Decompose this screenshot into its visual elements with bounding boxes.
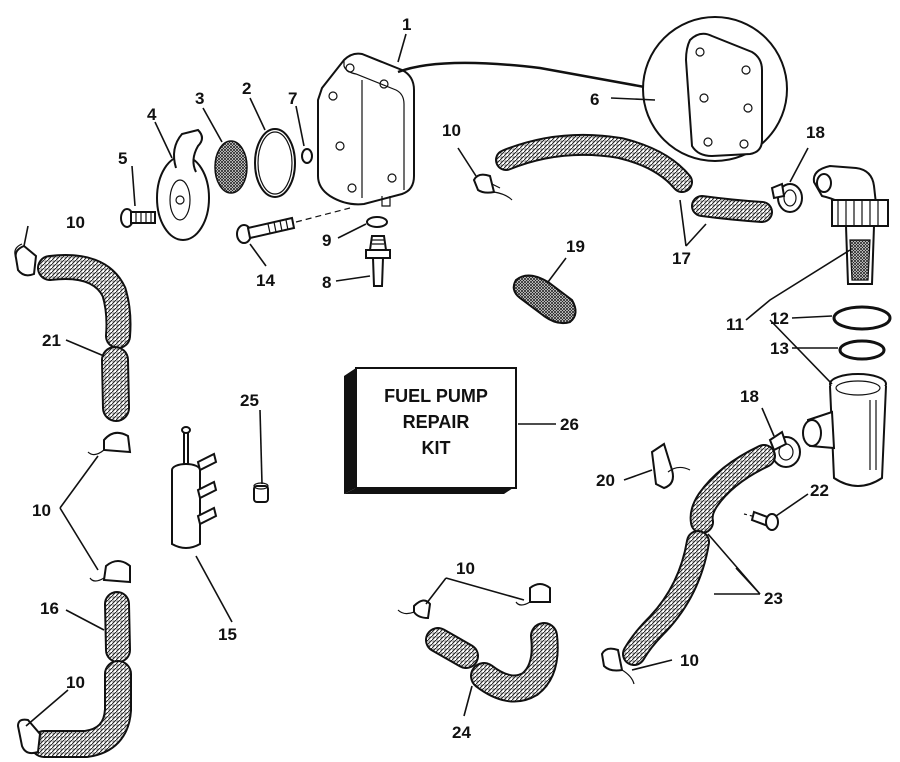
repair-kit-box: FUEL PUMP REPAIR KIT xyxy=(344,367,517,494)
leader-lines xyxy=(23,33,851,727)
hose-clamp-left-lower xyxy=(89,560,131,584)
callout-12: 12 xyxy=(770,309,789,328)
callout-10-left-top: 10 xyxy=(66,213,85,232)
callout-15: 15 xyxy=(218,625,237,644)
callout-10-left-mid: 10 xyxy=(32,501,51,520)
kit-label-line-1: FUEL PUMP xyxy=(384,386,488,406)
callout-25: 25 xyxy=(240,391,259,410)
hose-clamp-left-bottom xyxy=(16,718,42,755)
hose-clamp-left-top xyxy=(14,243,38,277)
callout-18-lower: 18 xyxy=(740,387,759,406)
cover-screw xyxy=(120,208,156,228)
hose-clamp-24-right xyxy=(515,583,551,606)
callout-numbers: 1 2 3 4 5 6 7 8 9 10 10 10 10 10 10 11 1… xyxy=(32,15,829,742)
hose-clamp-18-upper xyxy=(770,182,803,213)
callout-9: 9 xyxy=(322,231,331,250)
callout-8: 8 xyxy=(322,273,331,292)
filter-o-ring-13 xyxy=(838,339,886,361)
callout-17: 17 xyxy=(672,249,691,268)
primer-bulb-fitting xyxy=(171,426,218,549)
callout-23: 23 xyxy=(764,589,783,608)
fuel-filter-bowl xyxy=(802,373,887,487)
callout-10-bottom-right: 10 xyxy=(680,651,699,670)
pump-screen xyxy=(214,140,248,194)
gasket-inset xyxy=(642,16,788,162)
callout-10-left-bottom: 10 xyxy=(66,673,85,692)
screw-22 xyxy=(743,510,779,531)
callout-6: 6 xyxy=(590,90,599,109)
mounting-bolt xyxy=(236,207,351,244)
callout-26: 26 xyxy=(560,415,579,434)
callout-21: 21 xyxy=(42,331,61,350)
small-o-ring xyxy=(301,148,313,164)
callout-19: 19 xyxy=(566,237,585,256)
large-o-ring xyxy=(254,128,296,198)
hose-clamp xyxy=(472,173,513,201)
bracket-20 xyxy=(650,442,691,490)
callout-10-lower: 10 xyxy=(456,559,475,578)
short-hose-16 xyxy=(104,591,131,663)
callout-13: 13 xyxy=(770,339,789,358)
lower-hose-24 xyxy=(425,622,559,703)
fuel-fitting xyxy=(365,235,391,287)
upper-fuel-hose xyxy=(495,133,773,223)
fuel-pump-body xyxy=(317,52,415,207)
callout-1: 1 xyxy=(402,15,411,34)
callout-2: 2 xyxy=(242,79,251,98)
left-bottom-hose xyxy=(30,660,132,758)
callout-18-upper: 18 xyxy=(806,123,825,142)
pump-to-inset-line xyxy=(397,61,651,90)
callout-10-upper: 10 xyxy=(442,121,461,140)
callout-7: 7 xyxy=(288,89,297,108)
plug-25 xyxy=(253,482,269,503)
callout-5: 5 xyxy=(118,149,127,168)
lower-fuel-hose-23 xyxy=(622,444,776,666)
kit-label-line-2: REPAIR xyxy=(403,412,470,432)
gasket-19 xyxy=(512,274,577,325)
left-hose-21 xyxy=(37,254,132,422)
fuel-filter-cap xyxy=(812,164,889,285)
diaphragm-cover xyxy=(156,128,210,241)
filter-o-ring-12 xyxy=(832,305,892,331)
callout-20: 20 xyxy=(596,471,615,490)
callout-11: 11 xyxy=(726,315,744,334)
callout-3: 3 xyxy=(195,89,204,108)
hose-clamp-18-lower xyxy=(768,430,801,468)
fitting-washer xyxy=(366,216,388,228)
hose-clamp-24-left xyxy=(397,599,432,620)
hose-clamp-left-mid xyxy=(87,431,132,456)
callout-24: 24 xyxy=(452,723,471,742)
hose-clamp-bottom-right xyxy=(600,647,635,685)
callout-16: 16 xyxy=(40,599,59,618)
callout-22: 22 xyxy=(810,481,829,500)
callout-14: 14 xyxy=(256,271,275,290)
callout-4: 4 xyxy=(147,105,157,124)
kit-label-line-3: KIT xyxy=(422,438,451,458)
